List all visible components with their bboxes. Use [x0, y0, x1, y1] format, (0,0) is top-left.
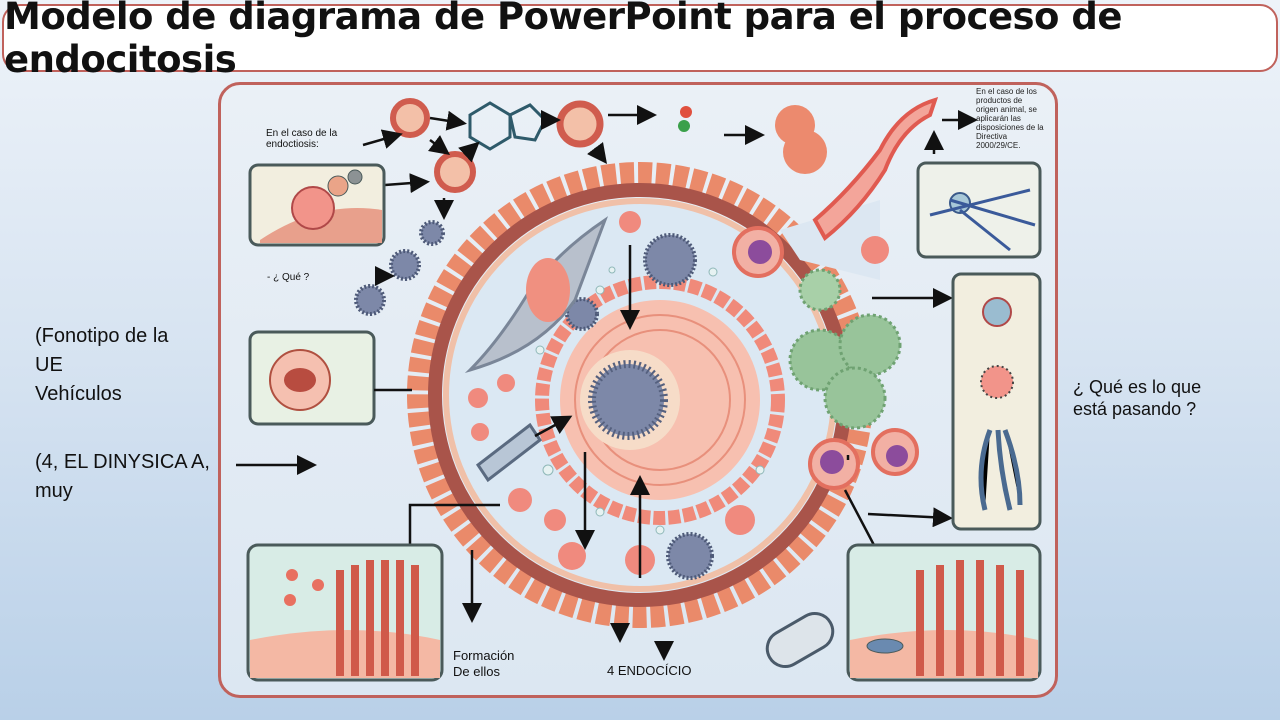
- note-line: aplicarán las: [976, 114, 1021, 123]
- text-line: (4, EL DINYSICA A,: [35, 451, 210, 473]
- label-line: endoctiosis:: [266, 139, 319, 150]
- green-clusters: [788, 268, 902, 430]
- label-line: En el caso de la: [266, 128, 338, 139]
- purple-cells: [732, 226, 919, 490]
- vesicles: [468, 211, 889, 575]
- membrane-lines: [374, 388, 850, 460]
- top-row-particles: [390, 97, 939, 242]
- slide-title: Modelo de diagrama de PowerPoint para el…: [4, 0, 1122, 81]
- spiky-particles: [354, 220, 714, 580]
- left-text-block-1: (Fonotipo de la UE Vehículos: [35, 322, 168, 409]
- endocicio-label: 4 ENDOCÍCIO: [607, 663, 692, 678]
- note-line: disposiciones de la: [976, 123, 1044, 132]
- note-line: Directiva: [976, 132, 1008, 141]
- note-line: productos de: [976, 96, 1023, 105]
- title-box: Modelo de diagrama de PowerPoint para el…: [2, 0, 1278, 81]
- note-line: 2000/29/CE.: [976, 141, 1021, 150]
- left-text-block-2: (4, EL DINYSICA A, muy: [35, 448, 210, 506]
- what-label: - ¿ Qué ?: [267, 272, 310, 283]
- text-line: Vehículos: [35, 383, 122, 405]
- text-line: está pasando ?: [1073, 399, 1197, 419]
- bubbles: [535, 266, 765, 535]
- text-line: (Fonotipo de la: [35, 325, 169, 347]
- image-panels: [246, 161, 1042, 682]
- text-line: UE: [35, 354, 63, 376]
- text-line: ¿ Qué es lo que: [1073, 377, 1202, 397]
- note-line: En el caso de los: [976, 87, 1037, 96]
- nucleus: [535, 275, 785, 525]
- label-line: Formación: [453, 648, 515, 663]
- note-line: origen animal, se: [976, 105, 1037, 114]
- label-line: De ellos: [453, 664, 500, 679]
- text-line: muy: [35, 480, 73, 502]
